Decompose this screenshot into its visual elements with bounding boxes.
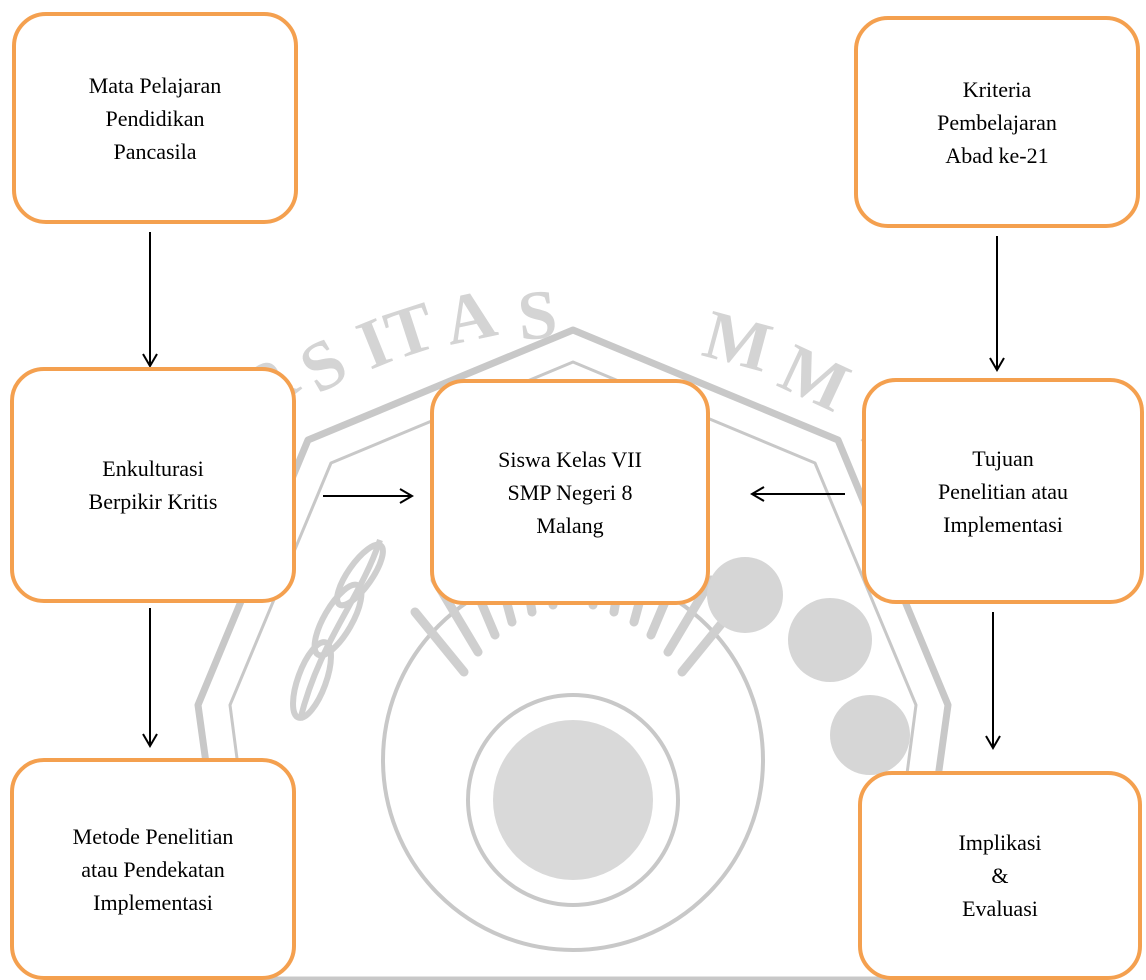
node-line: Kriteria: [962, 76, 1032, 102]
node-line: Abad ke-21: [945, 142, 1049, 168]
node-line: Siswa Kelas VII: [498, 446, 642, 472]
node-metode: Metode Penelitian atau Pendekatan Implem…: [10, 758, 296, 980]
node-mata-pelajaran: Mata Pelajaran Pendidikan Pancasila: [12, 12, 298, 224]
node-line: Berpikir Kritis: [88, 489, 218, 514]
node-enkulturasi: Enkulturasi Berpikir Kritis: [10, 367, 296, 603]
node-line: Mata Pelajaran: [88, 72, 222, 98]
node-line: Pembelajaran: [937, 109, 1057, 135]
node-line: Implementasi: [93, 889, 213, 915]
node-line: Pancasila: [113, 138, 197, 164]
svg-text:S: S: [515, 276, 561, 356]
node-line: Malang: [536, 512, 604, 538]
node-tujuan: Tujuan Penelitian atau Implementasi: [862, 378, 1144, 604]
node-line: Pendidikan: [105, 105, 205, 131]
node-kriteria: Kriteria Pembelajaran Abad ke-21: [854, 16, 1140, 228]
node-line: Implikasi: [958, 830, 1042, 855]
node-line: Enkulturasi: [102, 456, 204, 481]
node-line: Metode Penelitian: [72, 823, 234, 849]
node-line: Implementasi: [943, 511, 1063, 537]
node-line: SMP Negeri 8: [507, 479, 633, 505]
node-line: Evaluasi: [962, 896, 1038, 921]
node-line: Tujuan: [972, 445, 1034, 471]
node-siswa: Siswa Kelas VII SMP Negeri 8 Malang: [430, 379, 710, 605]
node-line: &: [991, 863, 1009, 888]
node-line: atau Pendekatan: [81, 856, 225, 882]
node-line: Penelitian atau: [937, 478, 1069, 504]
node-implikasi: Implikasi & Evaluasi: [858, 771, 1142, 980]
